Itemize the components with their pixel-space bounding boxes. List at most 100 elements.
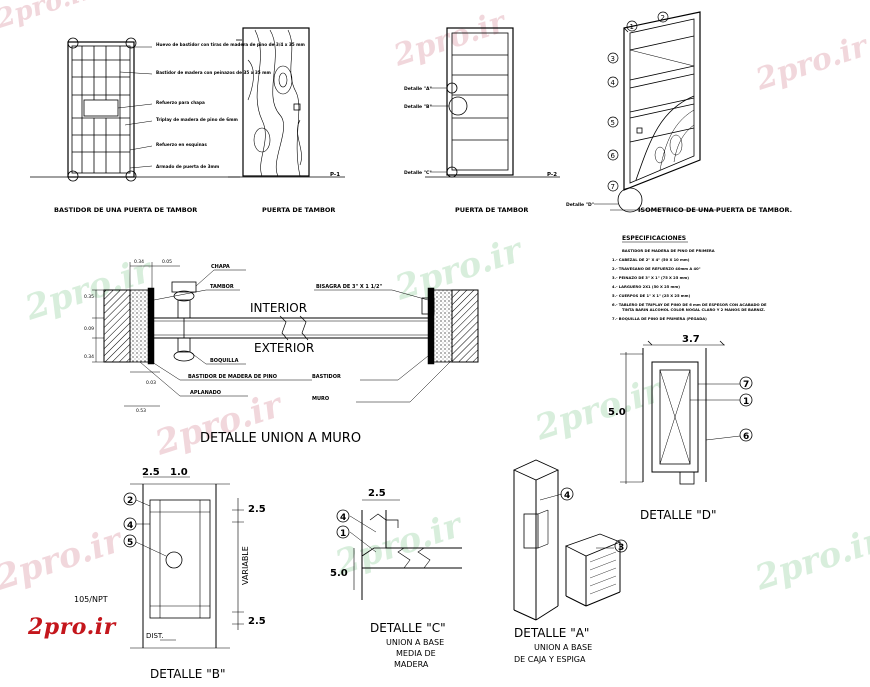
callout-number: 4 xyxy=(340,513,346,523)
callout-number: 1 xyxy=(743,397,749,407)
spec-line: TINTA BARIN ALCOHOL COLOR NOGAL CLARO Y … xyxy=(622,308,766,312)
watermark: 2pro.ir xyxy=(329,505,468,584)
spec-line: 2.- TRAVESANO DE REFUERZO 40mm A 40" xyxy=(612,267,701,271)
callout-number: 5 xyxy=(611,119,615,127)
wall-label: TAMBOR xyxy=(210,284,234,290)
exterior-label: EXTERIOR xyxy=(254,341,314,355)
callout-number: 3 xyxy=(618,543,624,553)
detail-ref: Detalle "A" xyxy=(404,86,432,92)
wall-label: BASTIDOR DE MADERA DE PINO xyxy=(188,374,277,380)
detail-b-labels: 2.5 1.0 2.5 2.5 VARIABLE DIST. 105/NPT 2… xyxy=(74,467,266,681)
wall-label: CHAPA xyxy=(211,264,230,270)
dim-label: 2.5 xyxy=(368,488,386,499)
dim-label: 2.5 xyxy=(248,504,266,515)
dim-label: 0.34 xyxy=(134,259,144,265)
door2-tag: P-1 xyxy=(330,172,340,178)
watermark: 2pro.ir xyxy=(149,385,288,464)
spec-line: 1.- CABEZAL DE 2" X 4" (50 X 10 mm) xyxy=(612,258,690,262)
callout-number: 1 xyxy=(630,23,634,31)
detail-ref: Detalle "C" xyxy=(404,170,432,176)
door1-callouts: Huevo de bastidor con tiras de madera de… xyxy=(156,42,306,169)
callout-number: 5 xyxy=(127,538,133,548)
detail-c-sub: UNION A BASE xyxy=(386,638,444,647)
dim-label: 2.5 xyxy=(248,616,266,627)
door-tambor-panels xyxy=(425,27,560,178)
door3-caption: PUERTA DE TAMBOR xyxy=(455,206,528,214)
dist-label: DIST. xyxy=(146,632,164,640)
detail-c-drawing xyxy=(349,499,462,600)
spec-title: ESPECIFICACIONES xyxy=(622,235,686,242)
callout-number: 7 xyxy=(743,380,749,390)
callout-number: 3 xyxy=(611,55,615,63)
spec-line: 6.- TABLERO DE TRIPLAY DE PINO DE 6 mm D… xyxy=(612,303,767,307)
door-tambor-wood xyxy=(228,27,345,178)
detail-a-drawing xyxy=(513,459,622,621)
detail-a-labels: 4 3 DETALLE "A" UNION A BASE DE CAJA Y E… xyxy=(514,487,628,664)
dim-label: 3.7 xyxy=(682,334,700,345)
dim-label: 0.03 xyxy=(146,380,156,386)
spec-line: 5.- CUERPOS DE 1" X 1" (25 X 25 mm) xyxy=(612,294,690,298)
site-logo: 2pro.ir xyxy=(28,614,116,640)
isometric-door xyxy=(594,11,720,213)
detail-c-labels: 2.5 5.0 4 1 DETALLE "C" UNION A BASE MED… xyxy=(330,488,446,669)
spec-line: 4.- LARGUERO 2X1 (50 X 25 mm) xyxy=(612,285,680,289)
callout-text: Armado de puerta de 3mm xyxy=(156,164,220,169)
callout-number: 2 xyxy=(661,14,665,22)
detail-ref: Detalle "B" xyxy=(404,104,432,110)
detail-d-title: DETALLE "D" xyxy=(640,508,716,522)
detail-d-labels: 3.7 5.0 7 1 6 DETALLE "D" xyxy=(608,334,753,522)
dim-label: 5.0 xyxy=(608,407,626,418)
watermark: 2pro.ir xyxy=(0,0,99,35)
watermark: 2pro.ir xyxy=(0,520,128,599)
door2-caption: PUERTA DE TAMBOR xyxy=(262,206,335,214)
callout-number: 6 xyxy=(611,152,616,160)
callout-text: Triplay de madera de pino de 6mm xyxy=(156,117,239,122)
callout-number: 7 xyxy=(611,183,615,191)
iso-callouts: 1 2 3 4 5 6 7 xyxy=(607,11,669,192)
variable-label: VARIABLE xyxy=(241,546,250,585)
dim-label: 1.0 xyxy=(170,467,188,478)
callout-number: 1 xyxy=(340,529,346,539)
watermark: 2pro.ir xyxy=(529,370,668,449)
callout-number: 6 xyxy=(743,432,749,442)
code-label: 105/NPT xyxy=(74,595,108,604)
callout-number: 2 xyxy=(127,496,133,506)
dim-label: 0.53 xyxy=(136,408,146,414)
wall-label: BOQUILLA xyxy=(210,358,239,364)
callout-text: Bastidor de madera con peinazos de 35 x … xyxy=(156,70,272,75)
detail-c-sub: MEDIA DE xyxy=(396,649,436,658)
iso-caption: ISOMETRICO DE UNA PUERTA DE TAMBOR. xyxy=(638,206,792,214)
dim-label: 0.35 xyxy=(84,294,94,300)
dim-label: 0.05 xyxy=(162,259,172,265)
spec-line: 7.- BOQUILLA DE PINO DE PRIMERA (PEGADA) xyxy=(612,317,707,321)
watermark: 2pro.ir xyxy=(751,28,870,98)
detail-b-drawing xyxy=(130,476,244,649)
callout-text: Refuerzo para chapa xyxy=(156,100,205,105)
wall-union-labels: INTERIOR EXTERIOR CHAPA TAMBOR BISAGRA D… xyxy=(84,259,382,446)
interior-label: INTERIOR xyxy=(250,301,307,315)
spec-line: 3.- PEINAZO DE 3" X 1" (75 X 25 mm) xyxy=(612,276,689,280)
detail-b-title: DETALLE "B" xyxy=(150,667,225,681)
wall-union-section xyxy=(92,262,479,407)
wall-label: APLANADO xyxy=(190,390,221,396)
wall-label: BASTIDOR xyxy=(312,374,341,380)
callout-number: 4 xyxy=(127,521,133,531)
door3-tag: P-2 xyxy=(547,172,557,178)
dim-label: 0.09 xyxy=(84,326,94,332)
dim-label: 0.34 xyxy=(84,354,94,360)
callout-text: Refuerzo en esquinas xyxy=(156,142,207,147)
watermark: 2pro.ir xyxy=(749,520,870,599)
dim-label: 5.0 xyxy=(330,568,348,579)
callout-number: 4 xyxy=(611,79,616,87)
detail-d-drawing xyxy=(620,340,741,485)
wall-union-title: DETALLE UNION A MURO xyxy=(200,431,361,446)
detail-a-sub: UNION A BASE xyxy=(534,643,592,652)
callout-text: Huevo de bastidor con tiras de madera de… xyxy=(156,42,306,47)
detail-c-title: DETALLE "C" xyxy=(370,621,446,635)
callout-number: 4 xyxy=(564,491,570,501)
detail-a-title: DETALLE "A" xyxy=(514,626,589,640)
wall-label: MURO xyxy=(312,396,329,402)
watermark: 2pro.ir xyxy=(389,4,512,74)
